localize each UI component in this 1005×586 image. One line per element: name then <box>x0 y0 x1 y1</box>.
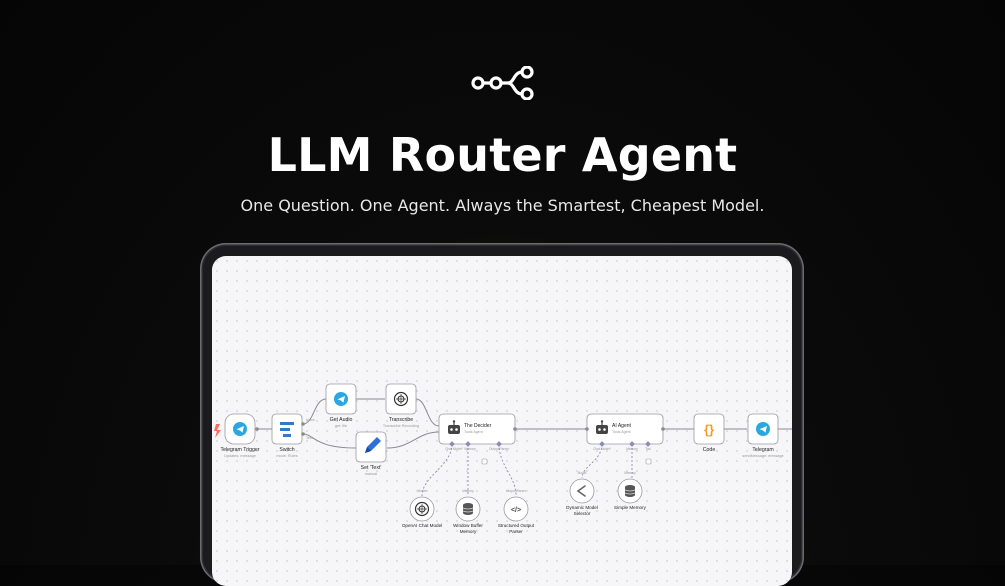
telegram-icon <box>756 422 770 436</box>
port-label-chat-model: Chat Model* <box>445 447 463 451</box>
node-subtitle: manual <box>365 472 378 476</box>
add-tool-button[interactable] <box>645 458 652 465</box>
node-subtitle: Tools Agent <box>464 430 483 434</box>
code-braces-icon: {} <box>704 422 714 437</box>
port-label-chat-model: Chat Model* <box>593 447 611 451</box>
node-code[interactable]: {} Code <box>693 413 725 453</box>
node-title: Transcribe <box>389 417 413 423</box>
telegram-icon <box>334 392 348 406</box>
node-title: The Decider <box>464 423 492 429</box>
edge-selector-agent <box>581 443 603 479</box>
node-subtitle: mode: Rules <box>276 454 297 458</box>
node-subtitle: Tools Agent <box>612 430 631 434</box>
edge-switch-settext <box>302 433 357 449</box>
node-switch[interactable]: Voice Text Switch mode: Rules <box>271 413 315 458</box>
n8n-logo-icon <box>471 66 534 100</box>
node-title: Selector <box>574 511 591 516</box>
trigger-bolt-icon <box>214 424 221 438</box>
database-icon <box>624 484 636 498</box>
page-title: LLM Router Agent <box>267 128 738 182</box>
sub-port-label: Output Parser <box>506 489 527 493</box>
node-subtitle: sendMessage: message <box>742 454 783 458</box>
sub-port-label: Model <box>418 489 427 493</box>
node-title: Switch <box>279 447 294 453</box>
workflow-diagram: Telegram Trigger Updates: message Voice … <box>214 383 792 534</box>
edge-transcribe-decider <box>415 398 440 427</box>
sub-port-label: Model <box>578 471 587 475</box>
sub-port-label: Memory <box>624 471 636 475</box>
edge-parser-decider <box>498 443 517 497</box>
edge-label-voice: Voice <box>306 418 315 422</box>
workflow-canvas[interactable]: Telegram Trigger Updates: message Voice … <box>212 256 792 586</box>
edge-model-decider <box>421 443 453 497</box>
telegram-icon <box>233 422 247 436</box>
node-set-text[interactable]: Set 'Text' manual <box>355 431 387 476</box>
sub-port-label: Memory <box>462 489 474 493</box>
port-label-memory: Memory <box>626 447 638 451</box>
node-transcribe[interactable]: Transcribe Transcribe Recording <box>383 383 419 428</box>
node-ai-agent[interactable]: AI Agent Tools Agent Chat Model* Memory … <box>585 413 665 465</box>
port-label-output-parser: Output Parser <box>489 447 510 451</box>
node-title: Telegram Trigger <box>221 447 260 453</box>
edge-switch-getaudio <box>302 398 327 425</box>
node-simple-memory[interactable]: Memory Simple Memory <box>614 471 647 510</box>
add-parser-button[interactable] <box>481 458 488 465</box>
node-get-audio[interactable]: Get Audio get: file <box>325 383 357 428</box>
node-title: Memory <box>460 529 477 534</box>
node-title: AI Agent <box>612 423 632 429</box>
pencil-icon <box>365 437 381 453</box>
node-telegram[interactable]: Telegram sendMessage: message <box>742 413 784 458</box>
port-label-tool: Tool <box>645 447 651 451</box>
edge-settext-decider <box>386 431 440 449</box>
node-title: Window Buffer <box>453 523 483 528</box>
node-title: Dynamic Model <box>566 505 598 510</box>
node-structured-output-parser[interactable]: Output Parser </> Structured Output Pars… <box>498 489 535 534</box>
node-title: Structured Output <box>498 523 535 528</box>
database-icon <box>462 502 474 516</box>
node-subtitle: Updates: message <box>224 454 256 458</box>
node-title: Get Audio <box>330 417 353 423</box>
code-icon: </> <box>511 507 521 514</box>
sub-connections <box>421 443 633 497</box>
selector-icon <box>576 485 586 497</box>
edge-label-text: Text <box>306 436 313 440</box>
node-dynamic-model-selector[interactable]: Model Dynamic Model Selector <box>566 471 598 516</box>
switch-icon <box>280 422 294 437</box>
connections <box>257 398 792 449</box>
node-openai-chat-model[interactable]: Model OpenAI Chat Model <box>402 489 442 528</box>
node-subtitle: Transcribe Recording <box>383 424 419 428</box>
node-subtitle: get: file <box>335 424 347 428</box>
openai-icon <box>393 391 409 407</box>
node-window-buffer-memory[interactable]: Memory Window Buffer Memory <box>453 489 483 534</box>
node-title: Code <box>703 447 716 453</box>
page-subtitle: One Question. One Agent. Always the Smar… <box>240 196 765 215</box>
port-label-memory: Memory <box>464 447 476 451</box>
node-title: OpenAI Chat Model <box>402 523 442 528</box>
node-telegram-trigger[interactable]: Telegram Trigger Updates: message <box>214 413 260 458</box>
node-title: Parser <box>509 529 523 534</box>
node-title: Simple Memory <box>614 505 647 510</box>
openai-icon <box>414 501 430 517</box>
node-the-decider[interactable]: The Decider Tools Agent Chat Model* Memo… <box>438 413 517 465</box>
node-title: Telegram <box>752 447 773 453</box>
node-title: Set 'Text' <box>361 465 382 471</box>
